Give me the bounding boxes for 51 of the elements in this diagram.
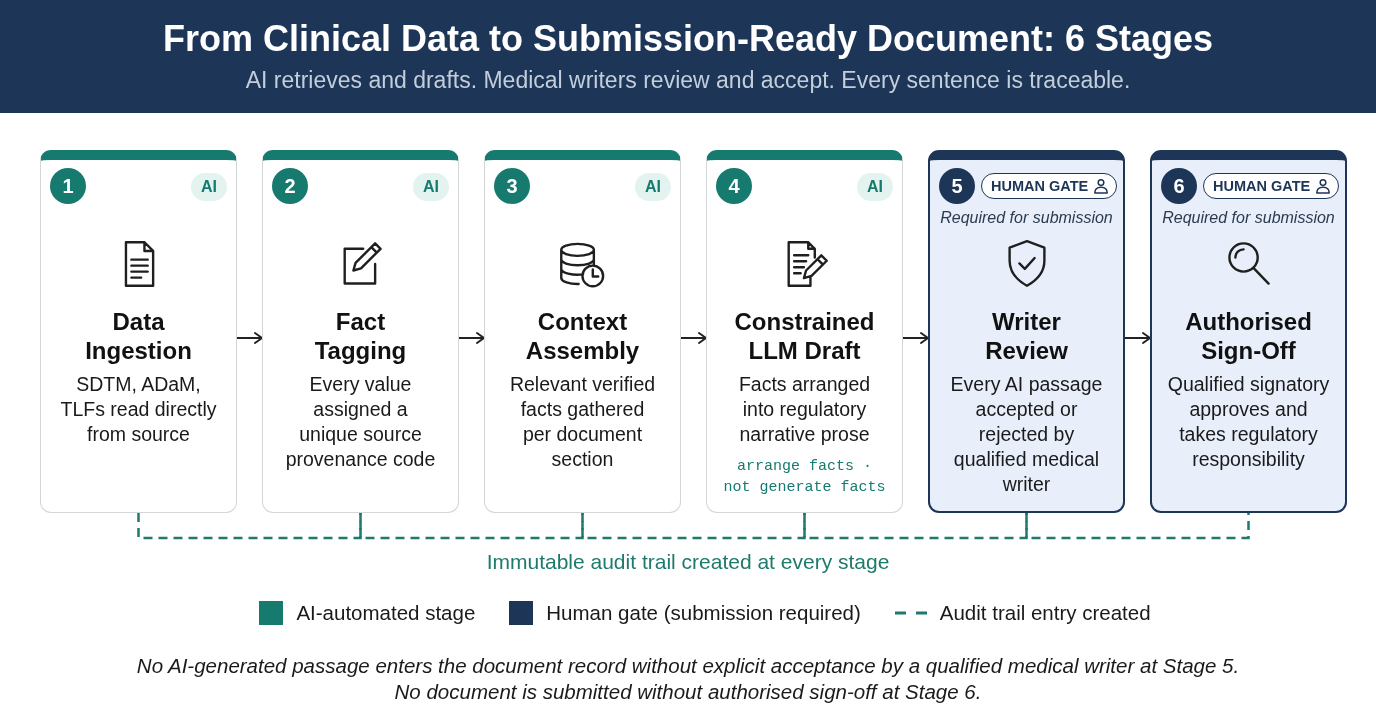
stage-title: Constrained LLM Draft xyxy=(733,307,876,365)
stage-description: SDTM, ADaM, TLFs read directly from source xyxy=(59,372,218,447)
stage-description: Qualified signatory approves and takes regulatory responsibility xyxy=(1166,372,1331,472)
dashed-line xyxy=(581,513,806,540)
diagram-subtitle: AI retrieves and drafts. Medical writers review and accept. Every sentence is traceable. xyxy=(245,66,1131,95)
legend-label: AI-automated stage xyxy=(296,600,476,626)
stage-title: Context Assembly xyxy=(524,307,641,365)
stage-card xyxy=(262,150,459,513)
arrow xyxy=(458,332,485,344)
code-note: arrange facts · not generate facts xyxy=(722,457,887,498)
requirement-note: Required for submission xyxy=(1162,208,1335,228)
tag-text: HUMAN GATE xyxy=(991,177,1089,195)
footnote: No document is submitted without authorised sign-off at Stage 6. xyxy=(394,679,982,705)
stage-description: Relevant verified facts gathered per document section xyxy=(508,372,657,472)
step-number: 2 xyxy=(272,168,308,204)
step-number: 1 xyxy=(50,168,86,204)
stage-card xyxy=(706,150,903,513)
arrow xyxy=(236,332,263,344)
ai-tag: AI xyxy=(191,173,227,201)
ai-tag: AI xyxy=(635,173,671,201)
human-gate-card xyxy=(928,150,1125,513)
arrow xyxy=(680,332,707,344)
dashed-line xyxy=(359,513,584,540)
diagram-title: From Clinical Data to Submission-Ready Document: 6 Stages xyxy=(162,17,1214,61)
step-number: 4 xyxy=(716,168,752,204)
dashed-line xyxy=(137,513,362,540)
stage-description: Every AI passage accepted or rejected by qualified medical writer xyxy=(949,372,1104,497)
dashed-line xyxy=(803,513,1028,540)
stage-description: Every value assigned a unique source provenance code xyxy=(284,372,437,472)
legend-label: Human gate (submission required) xyxy=(546,600,861,626)
requirement-note: Required for submission xyxy=(940,208,1113,228)
dashed-line xyxy=(1025,513,1250,540)
arrow xyxy=(1124,332,1151,344)
step-number: 3 xyxy=(494,168,530,204)
ai-tag: AI xyxy=(413,173,449,201)
arrow xyxy=(902,332,929,344)
step-number: 6 xyxy=(1161,168,1197,204)
stage-title: Data Ingestion xyxy=(84,307,193,365)
human-gate-card xyxy=(1150,150,1347,513)
footnote: No AI-generated passage enters the document record without explicit acceptance by a qualified medical writer at Stage 5. xyxy=(136,653,1240,679)
stage-description: Facts arranged into regulatory narrative prose xyxy=(737,372,872,447)
stage-card xyxy=(484,150,681,513)
stage-card xyxy=(40,150,237,513)
stage-title: Authorised Sign-Off xyxy=(1184,307,1313,365)
step-number: 5 xyxy=(939,168,975,204)
legend-label: Audit trail entry created xyxy=(939,600,1151,626)
stage-title: Fact Tagging xyxy=(313,307,408,365)
tag-text: HUMAN GATE xyxy=(1213,177,1311,195)
ai-tag: AI xyxy=(857,173,893,201)
audit-trail-label: Immutable audit trail created at every stage xyxy=(486,549,890,575)
stage-title: Writer Review xyxy=(984,307,1069,365)
